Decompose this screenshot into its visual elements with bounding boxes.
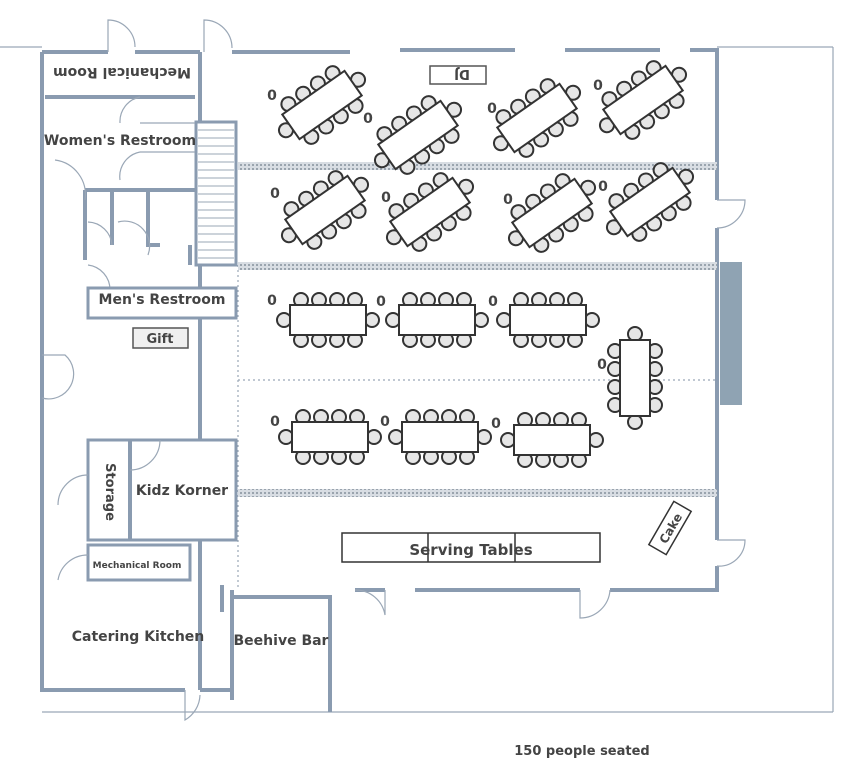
banquet-table	[605, 162, 695, 242]
left-rooms	[45, 95, 332, 712]
banquet-table	[373, 95, 463, 175]
table-number: 0	[598, 179, 608, 195]
table-number: 0	[376, 294, 386, 310]
table-number: 0	[270, 186, 280, 202]
table-top	[283, 174, 367, 246]
table-number: 0	[381, 190, 391, 206]
table-top	[608, 166, 692, 238]
table-top	[495, 82, 579, 154]
banquet-table	[277, 65, 367, 145]
chair-seat	[276, 312, 292, 328]
divider-band	[238, 489, 717, 497]
table-top	[401, 421, 479, 453]
table-number: 0	[267, 88, 277, 104]
building-walls	[0, 19, 834, 722]
table-number: 0	[267, 293, 277, 309]
banquet-table	[385, 292, 489, 348]
seated-count: 150 people seated	[514, 744, 649, 759]
chair-seat	[584, 312, 600, 328]
catering-kitchen-label: Catering Kitchen	[72, 629, 205, 645]
serving-tables: Serving Tables	[341, 532, 601, 563]
womens-restroom-label: Women's Restroom	[44, 133, 196, 149]
banquet-table	[607, 326, 663, 430]
chair-seat	[278, 429, 294, 445]
mechanical-room-small-label: Mechanical Room	[93, 561, 182, 571]
table-top	[509, 304, 587, 336]
table-top	[510, 177, 594, 249]
table-top	[289, 304, 367, 336]
storage-label: Storage	[102, 463, 117, 521]
banquet-table	[280, 170, 370, 250]
chair-seat	[588, 432, 604, 448]
table-number: 0	[593, 78, 603, 94]
divider-band	[238, 162, 717, 170]
table-top	[619, 339, 651, 417]
serving-tables-label: Serving Tables	[409, 541, 532, 559]
mens-restroom-label: Men's Restroom	[99, 292, 226, 308]
dj-booth: DJ	[429, 65, 487, 85]
banquet-table	[598, 60, 688, 140]
chair-seat	[627, 326, 643, 342]
banquet-table	[276, 292, 380, 348]
divider-band	[238, 262, 717, 270]
banquet-table	[500, 412, 604, 468]
table-number: 0	[597, 357, 607, 373]
table-top	[398, 304, 476, 336]
banquet-table	[278, 409, 382, 465]
chair-seat	[476, 429, 492, 445]
banquet-table	[496, 292, 600, 348]
chair-seat	[473, 312, 489, 328]
table-number: 0	[363, 111, 373, 127]
banquet-table	[385, 172, 475, 252]
banquet-table	[388, 409, 492, 465]
table-number: 0	[491, 416, 501, 432]
table-top	[291, 421, 369, 453]
chair-seat	[388, 429, 404, 445]
banquet-table	[492, 78, 582, 158]
table-top	[376, 99, 460, 171]
chair-seat	[364, 312, 380, 328]
staircase	[194, 120, 238, 267]
table-number: 0	[270, 414, 280, 430]
banquet-table	[507, 173, 597, 253]
chair-seat	[496, 312, 512, 328]
table-number: 0	[503, 192, 513, 208]
chair-seat	[627, 414, 643, 430]
cake-table: Cake	[647, 500, 693, 556]
table-top	[388, 176, 472, 248]
beehive-bar-label: Beehive Bar	[234, 633, 329, 649]
table-top	[280, 69, 364, 141]
gift-label: Gift	[147, 332, 174, 347]
kidz-korner-label: Kidz Korner	[136, 483, 228, 499]
dj-label: DJ	[454, 66, 470, 81]
chair-seat	[385, 312, 401, 328]
table-top	[601, 64, 685, 136]
stage-bar	[720, 262, 742, 405]
table-number: 0	[380, 414, 390, 430]
chair-seat	[366, 429, 382, 445]
mechanical-room-top-label: Mechanical Room	[53, 64, 191, 80]
table-number: 0	[488, 294, 498, 310]
table-number: 0	[487, 101, 497, 117]
chair-seat	[500, 432, 516, 448]
table-top	[513, 424, 591, 456]
